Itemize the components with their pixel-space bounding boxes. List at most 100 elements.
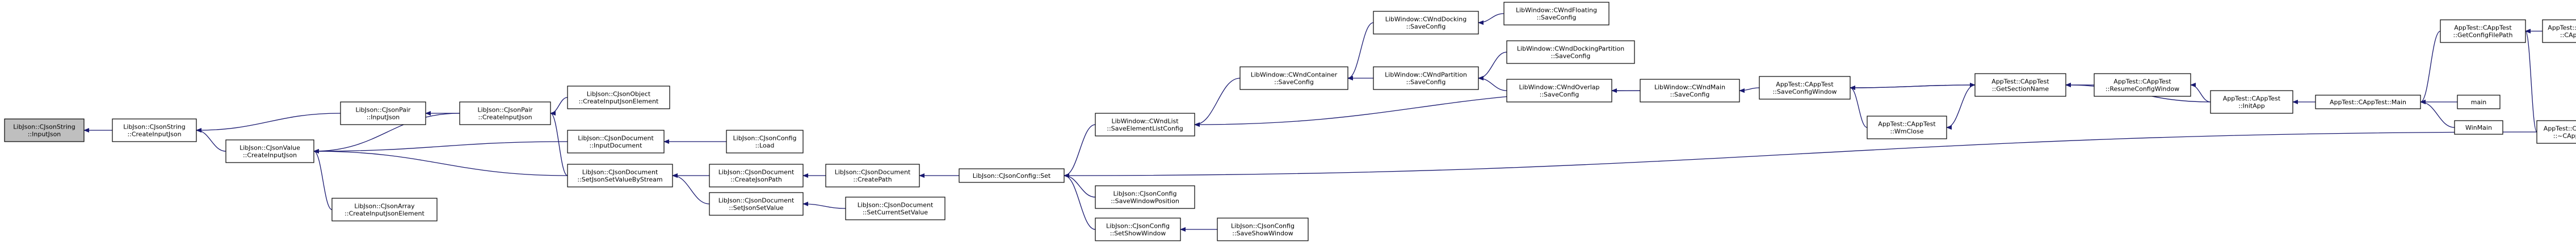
nodes-layer: LibJson::CJsonString::InputJsonLibJson::… <box>4 2 2576 241</box>
edge-array_element-to-value_createinput <box>313 149 333 210</box>
node-label: AppTest::CAppTest <box>1878 121 1936 128</box>
node-box <box>825 164 920 187</box>
graph-node-app-main[interactable]: AppTest::CAppTest::Main <box>2315 95 2421 109</box>
node-label: ::InputJson <box>28 131 61 138</box>
graph-node-value-createinput[interactable]: LibJson::CJsonValue::CreateInputJson <box>225 139 314 163</box>
graph-node-winmain[interactable]: WinMain <box>2454 120 2503 135</box>
graph-node-object-element[interactable]: LibJson::CJsonObject::CreateInputJsonEle… <box>567 86 670 109</box>
node-label: LibJson::CJsonString <box>123 123 185 131</box>
graph-node-app-getconfigpath[interactable]: AppTest::CAppTest::GetConfigFilePath <box>2440 19 2526 43</box>
node-box <box>1867 116 1947 139</box>
node-box <box>4 118 85 142</box>
node-label: LibJson::CJsonDocument <box>718 197 795 204</box>
graph-node-inputjson[interactable]: LibJson::CJsonString::InputJson <box>4 118 85 142</box>
node-label: ::SaveConfig <box>1406 79 1446 86</box>
node-label: LibJson::CJsonConfig <box>733 135 797 142</box>
edge-app_dtor-to-config_set <box>1064 131 2537 178</box>
edge-app_wmclose-to-app_saveconfigwindow <box>1850 86 1868 128</box>
graph-node-wndcontainer-save[interactable]: LibWindow::CWndContainer::SaveConfig <box>1239 66 1348 90</box>
graph-node-doc-createpath[interactable]: LibJson::CJsonDocument::CreatePath <box>825 164 920 187</box>
graph-node-app-ctor[interactable]: AppTest::CAppTest::CAppTest <box>2542 19 2576 43</box>
node-label: LibJson::CJsonValue <box>239 144 300 152</box>
graph-node-config-saveshow[interactable]: LibJson::CJsonConfig::SaveShowWindow <box>1217 218 1309 241</box>
node-label: AppTest::CAppTest <box>2113 78 2171 86</box>
node-box <box>2094 73 2191 97</box>
graph-node-config-load[interactable]: LibJson::CJsonConfig::Load <box>726 130 804 154</box>
graph-node-doc-setvalue[interactable]: LibJson::CJsonDocument::SetJsonSetValue <box>709 192 804 216</box>
graph-node-app-resume[interactable]: AppTest::CAppTest::ResumeConfigWindow <box>2094 73 2191 97</box>
edge-wnddocking_save-to-wndcontainer_save <box>1347 22 1374 80</box>
graph-node-config-setshow[interactable]: LibJson::CJsonConfig::SetShowWindow <box>1095 218 1181 241</box>
node-label: ::SaveShowWindow <box>1232 230 1293 237</box>
node-label: AppTest::CAppTest <box>1776 81 1834 88</box>
node-label: ::CreateInputJsonElement <box>344 210 425 218</box>
node-label: LibJson::CJsonPair <box>477 106 533 114</box>
node-box <box>2542 19 2576 43</box>
node-box <box>567 130 665 154</box>
graph-node-app-wmclose[interactable]: AppTest::CAppTest::WmClose <box>1867 116 1947 139</box>
graph-node-app-initapp[interactable]: AppTest::CAppTest::InitApp <box>2210 90 2293 114</box>
node-label: ::SetShowWindow <box>1110 230 1166 237</box>
edge-app_initapp-to-app_resume <box>2190 83 2211 103</box>
graph-node-doc-setcurrent[interactable]: LibJson::CJsonDocument::SetCurrentSetVal… <box>845 197 945 220</box>
node-label: ::SetJsonSetValueByStream <box>577 176 662 184</box>
graph-node-main[interactable]: main <box>2457 95 2501 109</box>
node-label: ::InputJson <box>367 114 400 121</box>
node-label: LibJson::CJsonConfig::Set <box>973 172 1051 180</box>
graph-node-doc-createjsonpath[interactable]: LibJson::CJsonDocument::CreateJsonPath <box>709 164 804 187</box>
node-box <box>1974 73 2066 97</box>
node-box <box>2536 120 2576 144</box>
graph-node-app-getsectionname[interactable]: AppTest::CAppTest::GetSectionName <box>1974 73 2066 97</box>
node-label: LibJson::CJsonConfig <box>1113 190 1177 198</box>
graph-node-wndlist-save[interactable]: LibWindow::CWndList::SaveElementListConf… <box>1095 113 1195 137</box>
node-label: LibWindow::CWndPartition <box>1385 71 1467 79</box>
node-label: AppTest::CAppTest <box>2223 95 2281 103</box>
edge-app_getconfigpath-to-app_main <box>2420 31 2441 104</box>
node-label: ::SaveConfig <box>1551 53 1591 60</box>
edge-app_saveconfigwindow-to-wndmain_save <box>1739 87 1760 93</box>
node-label: ::SaveConfig <box>1537 14 1577 22</box>
node-label: ::CreateJsonPath <box>730 176 782 184</box>
edge-config_setshow-to-config_set <box>1064 173 1096 230</box>
node-box <box>340 101 426 125</box>
edge-app_getsectionname-to-app_wmclose <box>1946 84 1976 130</box>
node-label: LibJson::CJsonDocument <box>858 202 934 209</box>
graph-node-doc-input[interactable]: LibJson::CJsonDocument::InputDocument <box>567 130 665 154</box>
edge-wnddockpart_save-to-wndpartition_save <box>1478 52 1507 80</box>
node-label: ::SaveConfig <box>1406 23 1446 31</box>
graph-node-string-createinput[interactable]: LibJson::CJsonString::CreateInputJson <box>112 118 197 142</box>
edge-wndcontainer_save-to-wndlist_save <box>1194 78 1241 127</box>
graph-node-wnddocking-save[interactable]: LibWindow::CWndDocking::SaveConfig <box>1373 11 1479 35</box>
node-label: ::~CAppTest <box>2553 133 2576 140</box>
edge-object_element-to-pair_createinput <box>550 97 568 116</box>
node-label: ::GetConfigFilePath <box>2453 32 2513 39</box>
graph-node-app-saveconfigwindow[interactable]: AppTest::CAppTest::SaveConfigWindow <box>1759 76 1851 100</box>
node-box <box>567 86 670 109</box>
node-label: LibWindow::CWndMain <box>1654 84 1725 91</box>
node-box <box>1239 66 1348 90</box>
node-label: LibWindow::CWndDocking <box>1385 16 1467 23</box>
graph-node-pair-createinput[interactable]: LibJson::CJsonPair::CreateInputJson <box>459 101 551 125</box>
edge-doc_setcurrent-to-doc_setvalue <box>802 202 846 209</box>
graph-node-app-dtor[interactable]: AppTest::CAppTest::~CAppTest <box>2536 120 2576 144</box>
node-box <box>1506 40 1635 64</box>
graph-node-wndmain-save[interactable]: LibWindow::CWndMain::SaveConfig <box>1640 79 1740 103</box>
node-box <box>1373 66 1479 90</box>
node-label: LibJson::CJsonConfig <box>1106 223 1170 230</box>
graph-node-wndoverlap-save[interactable]: LibWindow::CWndOverlap::SaveConfig <box>1506 79 1612 103</box>
graph-node-array-element[interactable]: LibJson::CJsonArray::CreateInputJsonElem… <box>331 198 438 221</box>
node-label: LibWindow::CWndDockingPartition <box>1517 45 1624 53</box>
node-box <box>1759 76 1851 100</box>
graph-node-config-savewinpos[interactable]: LibJson::CJsonConfig::SaveWindowPosition <box>1095 185 1195 209</box>
graph-node-config-set[interactable]: LibJson::CJsonConfig::Set <box>959 168 1065 183</box>
node-box <box>112 118 197 142</box>
node-label: ::Load <box>755 142 775 150</box>
node-box <box>459 101 551 125</box>
graph-node-wndpartition-save[interactable]: LibWindow::CWndPartition::SaveConfig <box>1373 66 1479 90</box>
graph-node-doc-setbystream[interactable]: LibJson::CJsonDocument::SetJsonSetValueB… <box>567 164 673 187</box>
node-box <box>2457 95 2501 109</box>
graph-node-pair-input[interactable]: LibJson::CJsonPair::InputJson <box>340 101 426 125</box>
graph-node-wnddockpart-save[interactable]: LibWindow::CWndDockingPartition::SaveCon… <box>1506 40 1635 64</box>
graph-node-wndfloating-save[interactable]: LibWindow::CWndFloating::SaveConfig <box>1503 2 1610 25</box>
